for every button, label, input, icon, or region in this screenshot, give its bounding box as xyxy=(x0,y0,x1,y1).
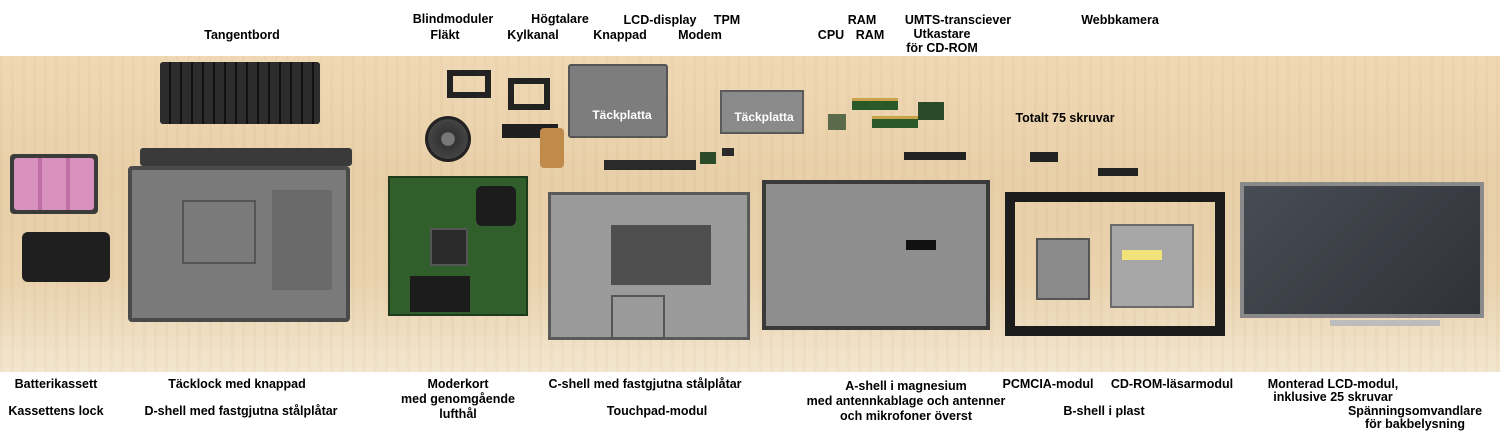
label-inverter-2: för bakbelysning xyxy=(1364,417,1466,431)
label-inverter-1: Spänningsomvandlare xyxy=(1347,404,1483,418)
ram-module-2 xyxy=(872,116,918,128)
webcam-part-2 xyxy=(1098,168,1138,176)
label-a-shell-1: A-shell i magnesium xyxy=(845,379,967,393)
webcam-part-1 xyxy=(1030,152,1058,162)
pcmcia-module xyxy=(1036,238,1090,300)
label-b-shell: B-shell i plast xyxy=(1063,404,1145,418)
label-motherboard-1: Moderkort xyxy=(427,377,489,391)
battery-lid xyxy=(22,232,110,282)
keypad-strip xyxy=(604,160,696,170)
label-battery-cassette: Batterikassett xyxy=(14,377,98,391)
label-webcam: Webbkamera xyxy=(1081,13,1159,27)
heat-pipe xyxy=(540,128,564,168)
label-umts: UMTS-transciever xyxy=(904,13,1012,27)
cd-ejector xyxy=(904,152,966,160)
label-cassette-lid: Kassettens lock xyxy=(8,404,104,418)
label-keyboard: Tangentbord xyxy=(204,28,280,42)
ram-module-1 xyxy=(852,98,898,110)
backlight-inverter xyxy=(1330,320,1440,326)
cpu-chip xyxy=(828,114,846,130)
blank-module-2 xyxy=(508,78,550,110)
d-shell xyxy=(128,166,350,322)
label-c-shell: C-shell med fastgjutna stålplåtar xyxy=(548,377,742,391)
label-lcd-module-1: Monterad LCD-modul, xyxy=(1267,377,1399,391)
label-blank-modules: Blindmoduler xyxy=(412,12,494,26)
label-motherboard-2: med genomgående xyxy=(401,392,515,406)
modem xyxy=(700,152,716,164)
label-ram-bottom: RAM xyxy=(855,28,885,42)
label-tpm: TPM xyxy=(713,13,741,27)
label-pcmcia: PCMCIA-modul xyxy=(1002,377,1094,391)
label-ram-top: RAM xyxy=(847,13,877,27)
cover-plate-2: Täckplatta xyxy=(720,90,804,134)
label-motherboard-3: lufthål xyxy=(439,407,477,421)
motherboard xyxy=(388,176,528,316)
c-shell xyxy=(548,192,750,340)
label-d-shell: D-shell med fastgjutna stålplåtar xyxy=(144,404,338,418)
b-shell xyxy=(1005,192,1225,336)
blank-module-1 xyxy=(447,70,491,98)
label-a-shell-3: och mikrofoner överst xyxy=(840,409,972,423)
label-ejector-1: Utkastare xyxy=(913,27,971,41)
label-cdrom: CD-ROM-läsarmodul xyxy=(1110,377,1234,391)
cover-plate-1: Täckplatta xyxy=(568,64,668,138)
label-fan: Fläkt xyxy=(430,28,460,42)
lcd-module xyxy=(1240,182,1484,318)
label-lcd-module-2: inklusive 25 skruvar xyxy=(1273,390,1393,404)
label-ejector-2: för CD-ROM xyxy=(906,41,978,55)
keypad-cover xyxy=(140,148,352,166)
label-touchpad: Touchpad-modul xyxy=(606,404,708,418)
fan xyxy=(425,116,471,162)
battery-cassette xyxy=(10,154,98,214)
label-keypad: Knappad xyxy=(593,28,647,42)
umts-transceiver xyxy=(918,102,944,120)
label-speakers: Högtalare xyxy=(531,12,589,26)
label-a-shell-2: med antennkablage och antenner xyxy=(806,394,1006,408)
label-cooling-duct: Kylkanal xyxy=(507,28,559,42)
label-cover-plate-1: Täckplatta xyxy=(592,108,652,122)
label-keypad-cover: Täcklock med knappad xyxy=(168,377,306,391)
tpm xyxy=(722,148,734,156)
a-shell xyxy=(762,180,990,330)
cdrom-module xyxy=(1110,224,1194,308)
keyboard xyxy=(160,62,320,124)
label-cpu: CPU xyxy=(817,28,845,42)
label-modem: Modem xyxy=(678,28,722,42)
label-lcd-display: LCD-display xyxy=(623,13,697,27)
label-cover-plate-2: Täckplatta xyxy=(734,110,794,124)
parts-photo: Täckplatta Täckplatta Totalt 75 skruvar xyxy=(0,56,1500,372)
label-screws: Totalt 75 skruvar xyxy=(1015,111,1115,125)
